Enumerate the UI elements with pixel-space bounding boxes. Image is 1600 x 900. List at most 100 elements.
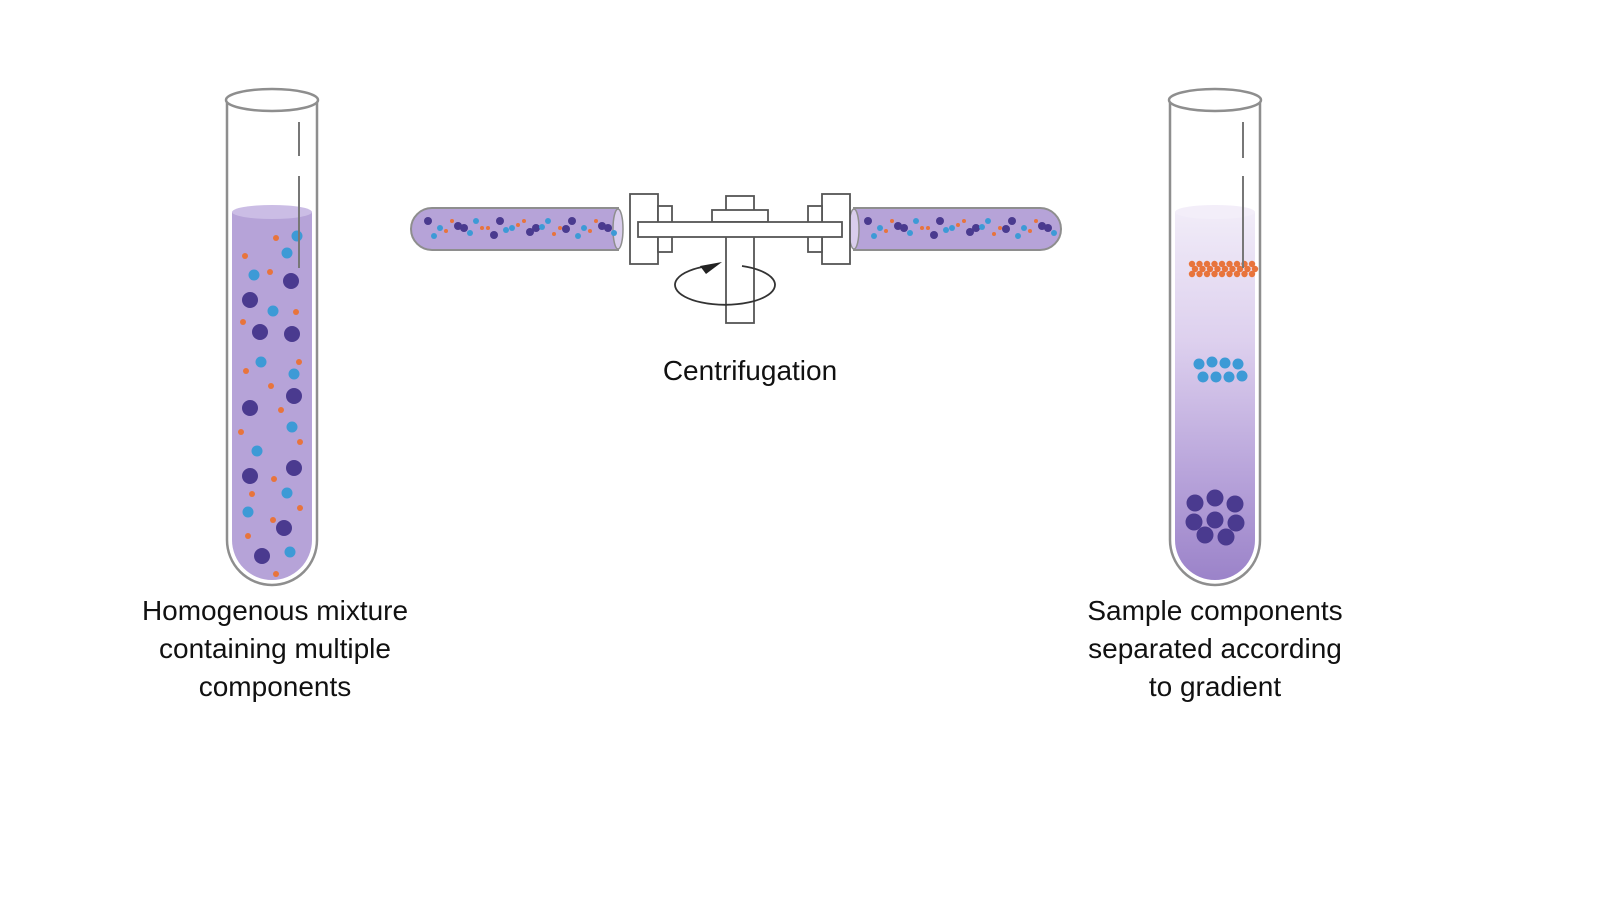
- large-particle: [252, 324, 268, 340]
- small-particle: [296, 359, 302, 365]
- medium-particle: [943, 227, 949, 233]
- large-particle: [604, 224, 612, 232]
- medium-particle: [575, 233, 581, 239]
- small-particle: [245, 533, 251, 539]
- small-particle: [1233, 270, 1241, 278]
- large-particle: [286, 460, 302, 476]
- right-caption-line: Sample components: [1087, 595, 1343, 626]
- large-particle: [460, 224, 468, 232]
- centrifugation-label: Centrifugation: [662, 355, 838, 386]
- medium-particle: [284, 546, 296, 558]
- left-tube-rim: [224, 87, 320, 113]
- small-particle: [1188, 270, 1196, 278]
- large-particle: [284, 326, 300, 342]
- centrifuge-crossbar: [637, 221, 843, 238]
- small-particle: [890, 219, 894, 223]
- medium-particle: [1015, 233, 1021, 239]
- large-particle: [1206, 511, 1224, 529]
- medium-particle: [979, 224, 985, 230]
- medium-particle: [467, 230, 473, 236]
- large-particle: [490, 231, 498, 239]
- medium-particle: [871, 233, 877, 239]
- small-particle: [1191, 265, 1199, 273]
- right-test-tube: [1167, 87, 1263, 587]
- small-particle: [486, 226, 490, 230]
- small-particle: [273, 235, 279, 241]
- small-particle: [238, 429, 244, 435]
- centrifuge-tube-particles: [424, 217, 1057, 239]
- small-particle: [1211, 270, 1218, 278]
- large-particle: [1226, 495, 1244, 513]
- small-particle: [271, 476, 277, 482]
- small-particle: [270, 517, 276, 523]
- medium-particle: [431, 233, 437, 239]
- medium-particle: [281, 247, 293, 259]
- small-particle: [1244, 265, 1251, 273]
- right-tube-liquid: [1175, 212, 1255, 580]
- medium-particle: [1223, 371, 1235, 383]
- small-particle: [1199, 265, 1206, 273]
- large-particle: [972, 224, 980, 232]
- medium-particle: [1021, 225, 1027, 231]
- small-particle: [558, 226, 562, 230]
- small-particle: [1203, 260, 1211, 268]
- medium-particle: [1236, 370, 1248, 382]
- medium-particle: [509, 225, 515, 231]
- small-particle: [962, 219, 966, 223]
- large-particle: [424, 217, 432, 225]
- medium-particle: [255, 356, 267, 368]
- small-particle: [278, 407, 284, 413]
- medium-particle: [288, 368, 300, 380]
- centrifuge-tube-left-opening: [612, 208, 624, 250]
- centrifuge-apparatus: [410, 193, 1062, 324]
- left-tube-meniscus: [232, 205, 312, 219]
- medium-particle: [267, 305, 279, 317]
- medium-particle: [248, 269, 260, 281]
- small-particle: [594, 219, 598, 223]
- medium-particle: [1219, 357, 1231, 369]
- left-tube-glass: [225, 100, 319, 587]
- left-caption-line: Homogenous mixture: [141, 595, 409, 626]
- large-particle: [526, 228, 534, 236]
- medium-particle: [242, 506, 254, 518]
- small-particle: [242, 253, 248, 259]
- small-particle: [1221, 265, 1229, 273]
- large-particle: [286, 388, 302, 404]
- small-particle: [884, 229, 888, 233]
- small-particle: [1226, 260, 1233, 268]
- large-particle: [1217, 528, 1235, 546]
- small-particle: [1251, 265, 1259, 273]
- right-caption-line: to gradient: [1148, 671, 1282, 702]
- small-particle: [1028, 229, 1032, 233]
- large-particle: [1185, 513, 1203, 531]
- large-particle: [900, 224, 908, 232]
- large-particle: [936, 217, 944, 225]
- medium-particle: [877, 225, 883, 231]
- large-particle: [930, 231, 938, 239]
- small-particle: [956, 223, 960, 227]
- small-particle: [249, 491, 255, 497]
- large-particle: [1002, 225, 1010, 233]
- small-particle: [297, 439, 303, 445]
- small-particle: [1241, 270, 1248, 278]
- left-caption-line: components: [198, 671, 352, 702]
- small-particle: [1203, 270, 1211, 278]
- small-particle: [297, 505, 303, 511]
- medium-particle: [539, 224, 545, 230]
- medium-particle: [581, 225, 587, 231]
- large-particle: [242, 292, 258, 308]
- small-particle: [1196, 260, 1203, 268]
- left-tube-particles: [238, 230, 303, 577]
- small-particle: [1206, 265, 1214, 273]
- large-particle: [1206, 489, 1224, 507]
- small-particle: [1226, 270, 1233, 278]
- centrifuge-tube-right: [853, 207, 1062, 251]
- large-particle: [496, 217, 504, 225]
- medium-particle: [251, 445, 263, 457]
- small-particle: [920, 226, 924, 230]
- large-particle: [283, 273, 299, 289]
- large-particle: [1196, 526, 1214, 544]
- large-particle: [254, 548, 270, 564]
- small-particle: [1248, 270, 1256, 278]
